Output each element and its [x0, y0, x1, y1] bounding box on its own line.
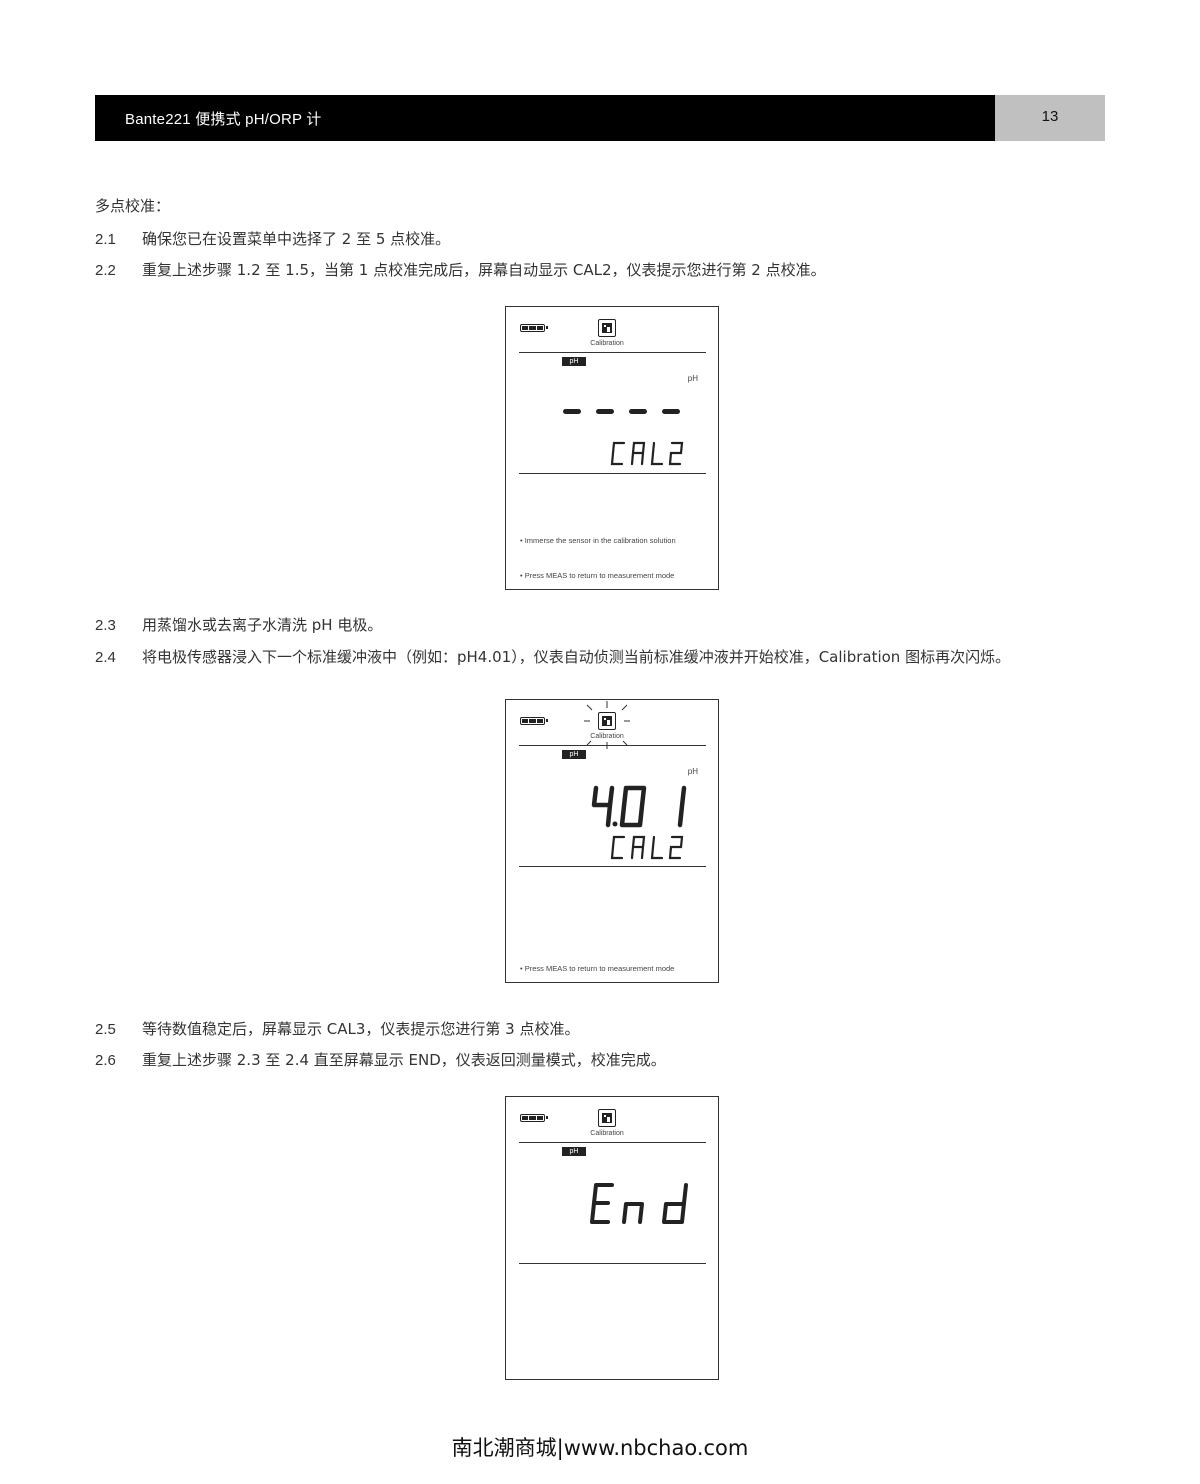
step-item: 2.1 确保您已在设置菜单中选择了 2 至 5 点校准。	[95, 228, 450, 249]
step-number: 2.5	[95, 1021, 116, 1038]
step-text: 确保您已在设置菜单中选择了 2 至 5 点校准。	[142, 230, 451, 248]
mode-badge: pH	[562, 1147, 586, 1156]
step-item: 2.3 用蒸馏水或去离子水清洗 pH 电极。	[95, 614, 382, 635]
calibration-icon	[598, 1109, 616, 1127]
step-number: 2.1	[95, 231, 116, 248]
lcd-screen-cal2-waiting: Calibration pH pH • Immerse the sensor i…	[505, 306, 719, 590]
footer-watermark: 南北潮商城|www.nbchao.com	[451, 1436, 749, 1460]
step-item: 2.4 将电极传感器浸入下一个标准缓冲液中（例如：pH4.01），仪表自动侦测当前…	[95, 646, 1010, 667]
section-heading: 多点校准：	[95, 197, 171, 215]
step-text: 用蒸馏水或去离子水清洗 pH 电极。	[142, 616, 383, 634]
step-text: 等待数值稳定后，屏幕显示 CAL3，仪表提示您进行第 3 点校准。	[142, 1020, 580, 1038]
hint-text: • Press MEAS to return to measurement mo…	[520, 571, 675, 580]
step-number: 2.4	[95, 649, 116, 666]
battery-icon	[520, 1114, 548, 1122]
divider	[519, 1142, 706, 1143]
unit-label: pH	[687, 767, 698, 776]
battery-icon	[520, 717, 548, 725]
calibration-icon	[598, 712, 616, 730]
step-text: 重复上述步骤 2.3 至 2.4 直至屏幕显示 END，仪表返回测量模式，校准完…	[142, 1051, 666, 1069]
step-item: 2.5 等待数值稳定后，屏幕显示 CAL3，仪表提示您进行第 3 点校准。	[95, 1018, 580, 1039]
step-text: 将电极传感器浸入下一个标准缓冲液中（例如：pH4.01），仪表自动侦测当前标准缓…	[142, 648, 1011, 666]
sub-reading-cal2	[610, 441, 684, 466]
divider	[519, 866, 706, 867]
step-number: 2.2	[95, 262, 116, 279]
document-title: Bante221 便携式 pH/ORP 计	[125, 111, 322, 128]
divider	[519, 352, 706, 353]
step-item: 2.6 重复上述步骤 2.3 至 2.4 直至屏幕显示 END，仪表返回测量模式，…	[95, 1049, 666, 1070]
step-number: 2.3	[95, 617, 116, 634]
hint-text: • Immerse the sensor in the calibration …	[520, 536, 676, 545]
page-number: 13	[1041, 108, 1059, 125]
calibration-label: Calibration	[590, 733, 624, 740]
page-number-box: 13	[995, 95, 1105, 141]
hint-text: • Press MEAS to return to measurement mo…	[520, 964, 675, 973]
lcd-screen-end: Calibration pH	[505, 1096, 719, 1380]
page-header: Bante221 便携式 pH/ORP 计	[95, 95, 995, 141]
divider	[519, 473, 706, 474]
step-item: 2.2 重复上述步骤 1.2 至 1.5，当第 1 点校准完成后，屏幕自动显示 C…	[95, 259, 826, 280]
calibration-label: Calibration	[590, 1130, 624, 1137]
sub-reading-cal2	[610, 835, 684, 860]
lcd-screen-cal2-reading: Calibration pH pH • Press MEAS to return…	[505, 699, 719, 983]
mode-badge: pH	[562, 750, 586, 759]
divider	[519, 1263, 706, 1264]
battery-icon	[520, 324, 548, 332]
divider	[519, 745, 706, 746]
calibration-icon	[598, 319, 616, 337]
main-reading-end	[590, 1183, 688, 1224]
step-number: 2.6	[95, 1052, 116, 1069]
unit-label: pH	[687, 374, 698, 383]
main-reading-4-01	[591, 785, 687, 828]
mode-badge: pH	[562, 357, 586, 366]
main-reading-dashes	[563, 409, 680, 414]
step-text: 重复上述步骤 1.2 至 1.5，当第 1 点校准完成后，屏幕自动显示 CAL2…	[142, 261, 826, 279]
calibration-label: Calibration	[590, 340, 624, 347]
